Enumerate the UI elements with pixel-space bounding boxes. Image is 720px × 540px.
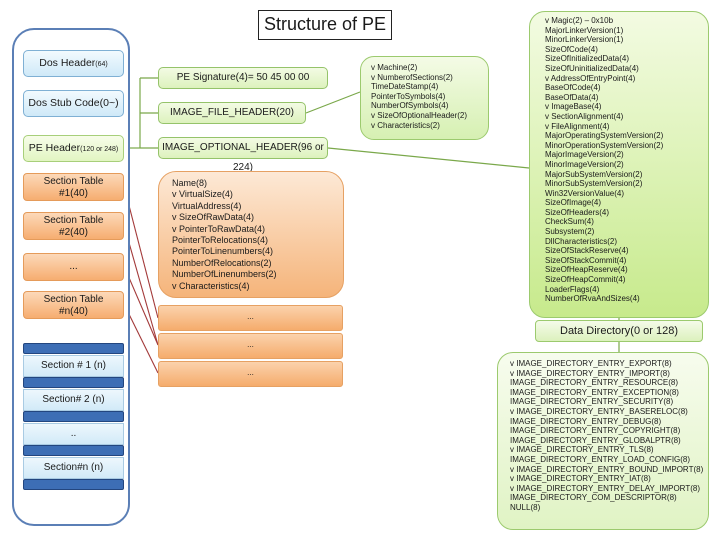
- pe-signature-box: PE Signature(4)= 50 45 00 00: [158, 67, 328, 89]
- section-row-1: ...: [158, 305, 343, 331]
- section-bar: [23, 479, 124, 490]
- section-2: Section# 2 (n): [23, 389, 124, 411]
- dos-header-block: Dos Header(64): [23, 50, 124, 77]
- section-table-2: Section Table#2(40): [23, 212, 124, 240]
- optional-header-fields: v Magic(2) – 0x10b MajorLinkerVersion(1)…: [529, 11, 709, 318]
- file-header-fields: v Machine(2) v NumberofSections(2) TimeD…: [360, 56, 489, 140]
- section-table-2-sub: #2(40): [59, 227, 88, 238]
- section-table-n: Section Table#n(40): [23, 291, 124, 319]
- pe-header-block: PE Header(120 or 248): [23, 135, 124, 162]
- section-table-dots: ...: [23, 253, 124, 281]
- section-table-1: Section Table#1(40): [23, 173, 124, 201]
- section-bar: [23, 445, 124, 456]
- section-row-2: ...: [158, 333, 343, 359]
- connector-optional-to-fields: [327, 147, 530, 169]
- section-table-dots-label: ...: [69, 261, 78, 272]
- section-table-n-label: Section Table: [43, 294, 104, 305]
- diagram-title: Structure of PE: [258, 10, 392, 40]
- section-bar: [23, 411, 124, 422]
- pe-header-label: PE Header: [28, 142, 81, 154]
- image-optional-header-box: IMAGE_OPTIONAL_HEADER(96 or 224): [158, 137, 328, 173]
- pe-header-size: (120 or 248): [80, 146, 119, 153]
- section-table-2-label: Section Table: [43, 215, 104, 226]
- section-header-fields: Name(8) v VirtualSize(4) VirtualAddress(…: [158, 171, 344, 298]
- section-table-1-label: Section Table: [43, 176, 104, 187]
- section-table-n-sub: #n(40): [59, 306, 88, 317]
- image-file-header-box: IMAGE_FILE_HEADER(20): [158, 102, 306, 124]
- data-directory-box: Data Directory(0 or 128): [535, 320, 703, 342]
- section-bar: [23, 377, 124, 388]
- section-row-3: ...: [158, 361, 343, 387]
- dos-stub-block: Dos Stub Code(0~): [23, 90, 124, 117]
- dos-header-size: (64): [95, 61, 108, 68]
- section-table-1-sub: #1(40): [59, 188, 88, 199]
- data-directory-entries: v IMAGE_DIRECTORY_ENTRY_EXPORT(8) v IMAG…: [497, 352, 709, 530]
- section-n: Section#n (n): [23, 457, 124, 479]
- section-dots: ..: [23, 423, 124, 445]
- section-bar: [23, 343, 124, 354]
- dos-stub-label: Dos Stub Code(0~): [28, 97, 119, 109]
- connector-file-to-fields: [305, 91, 361, 114]
- section-1: Section # 1 (n): [23, 355, 124, 377]
- dos-header-label: Dos Header: [39, 57, 96, 69]
